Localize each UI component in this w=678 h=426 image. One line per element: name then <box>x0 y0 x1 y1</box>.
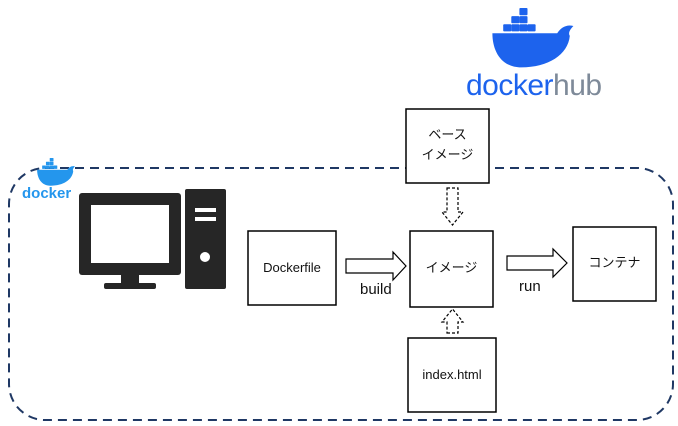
container-box <box>572 226 657 302</box>
index-html-box <box>407 337 497 413</box>
build-label: build <box>360 281 392 298</box>
docker-small-wordmark: docker <box>22 185 72 202</box>
build-arrow <box>345 250 407 282</box>
dockerfile-box <box>247 230 337 306</box>
desktop-computer-icon <box>79 189 226 289</box>
image-box <box>409 230 494 308</box>
docker-hub-wordmark-main: docker <box>466 69 554 102</box>
dockerfile-label: Dockerfile <box>263 260 321 275</box>
image-label: イメージ <box>425 261 478 276</box>
run-arrow <box>506 247 568 279</box>
pull-arrow-down <box>440 187 465 226</box>
docker-hub-whale-icon <box>492 8 574 68</box>
base-image-label: ベース イメージ <box>406 109 489 183</box>
base-image-box <box>405 108 490 184</box>
copy-arrow-up <box>440 308 465 334</box>
index-html-label: index.html <box>422 367 482 382</box>
base-image-label-line2: イメージ <box>421 148 474 163</box>
docker-hub-wordmark: dockerhub <box>466 66 602 106</box>
run-label: run <box>519 278 541 295</box>
container-label: コンテナ <box>588 256 641 271</box>
local-environment-boundary <box>8 167 674 421</box>
docker-hub-wordmark-suffix: hub <box>553 69 602 102</box>
docker-small-whale-icon <box>37 158 75 186</box>
base-image-label-line1: ベース <box>428 128 467 143</box>
